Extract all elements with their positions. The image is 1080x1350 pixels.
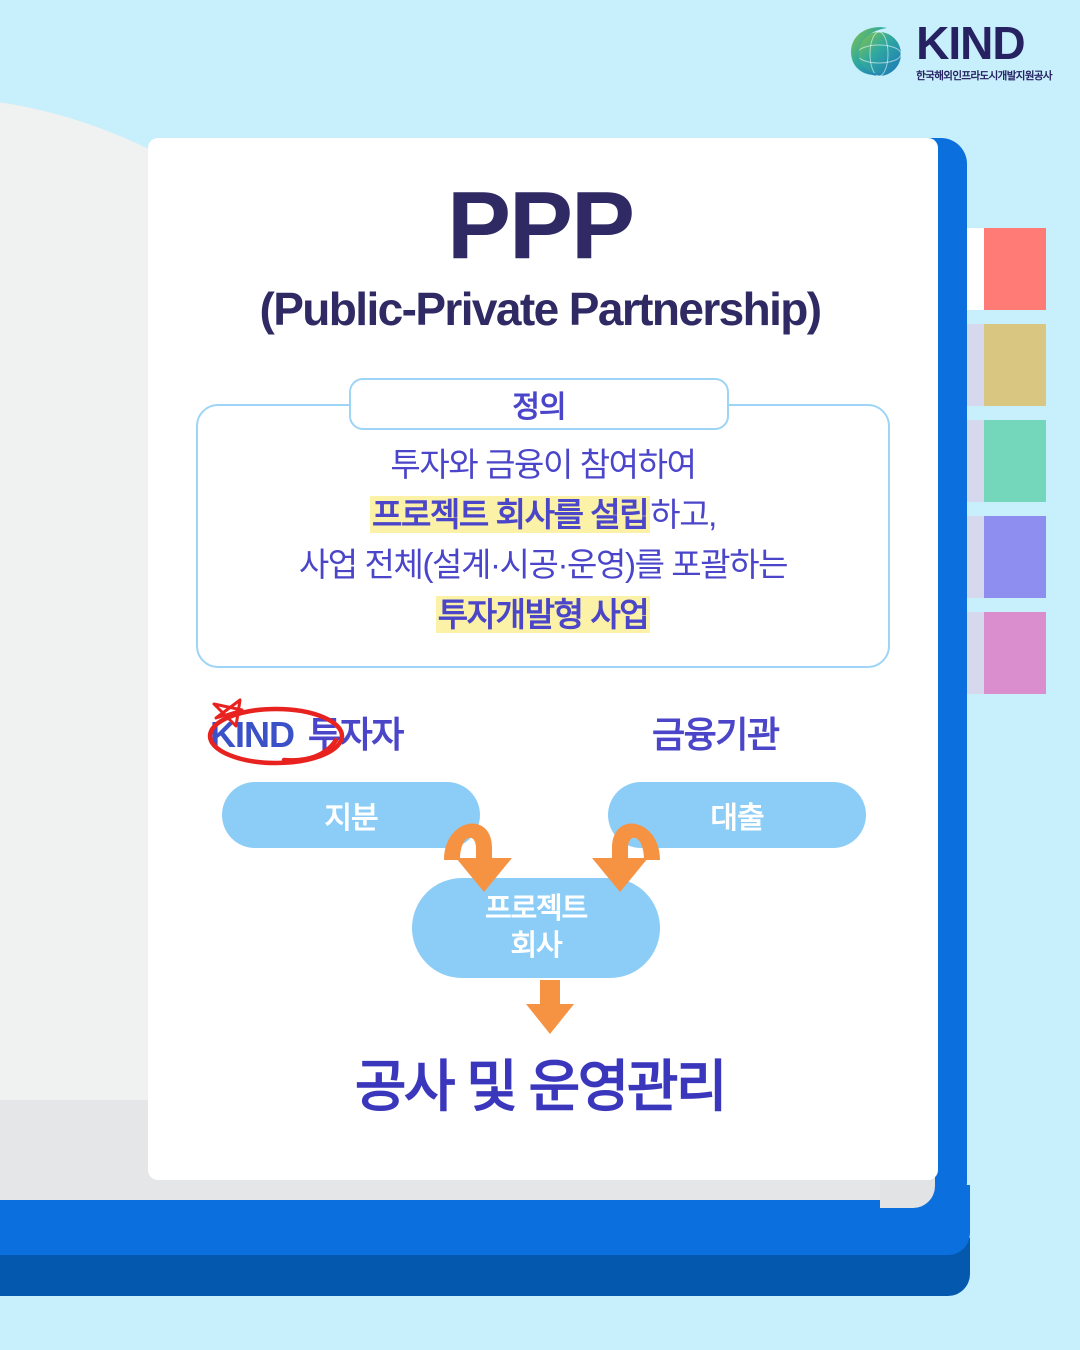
logo-text-block: KIND 한국해외인프라도시개발지원공사 bbox=[916, 17, 1053, 83]
bookmark-tab-red bbox=[984, 228, 1046, 310]
project-company-line-2: 회사 bbox=[510, 930, 563, 962]
curved-arrow-equity-icon bbox=[444, 823, 512, 892]
definition-line-4: 투자개발형 사업 bbox=[196, 590, 890, 640]
actor-financial-institution-label: 금융기관 bbox=[652, 714, 780, 755]
globe-swoosh-icon bbox=[851, 27, 902, 77]
pill-equity: 지분 bbox=[222, 782, 480, 848]
bookmark-tab-mint bbox=[984, 420, 1046, 502]
definition-highlight-2: 투자개발형 사업 bbox=[435, 596, 651, 634]
pill-equity-label: 지분 bbox=[324, 802, 378, 835]
actor-investor-label: 투자자 bbox=[308, 714, 404, 755]
footer-outcome-label: 공사 및 운영관리 bbox=[354, 1055, 728, 1118]
project-company-node: 프로젝트 회사 bbox=[412, 878, 660, 978]
logo-wordmark: KIND bbox=[916, 17, 1025, 69]
bookmark-tab-pink bbox=[984, 612, 1046, 694]
definition-line-2: 프로젝트 회사를 설립하고, bbox=[196, 490, 890, 540]
pill-loan-label: 대출 bbox=[710, 802, 764, 835]
actor-investor: KIND 투자자 bbox=[210, 706, 404, 758]
logo-subtitle: 한국해외인프라도시개발지원공사 bbox=[916, 69, 1053, 82]
definition-line-3: 사업 전체(설계·시공·운영)를 포괄하는 bbox=[298, 546, 789, 584]
project-company-line-1: 프로젝트 bbox=[485, 893, 588, 926]
actor-kind-badge: KIND bbox=[210, 714, 295, 755]
definition-highlight-1: 프로젝트 회사를 설립 bbox=[370, 496, 651, 534]
definition-body: 투자와 금융이 참여하여 프로젝트 회사를 설립하고, 사업 전체(설계·시공·… bbox=[196, 440, 890, 641]
kind-logo: KIND 한국해외인프라도시개발지원공사 bbox=[847, 17, 1053, 83]
curved-arrow-loan-icon bbox=[592, 823, 660, 892]
definition-line-1: 투자와 금융이 참여하여 bbox=[390, 446, 697, 483]
bookmark-tab-purple bbox=[984, 516, 1046, 598]
definition-tab: 정의 bbox=[349, 378, 729, 430]
page-title: PPP bbox=[446, 172, 635, 279]
down-arrow-icon bbox=[526, 980, 574, 1034]
definition-line-2-tail: 하고, bbox=[650, 496, 717, 534]
definition-tab-label: 정의 bbox=[512, 391, 566, 424]
page-subtitle: (Public-Private Partnership) bbox=[259, 283, 822, 335]
bookmark-tab-gold bbox=[984, 324, 1046, 406]
